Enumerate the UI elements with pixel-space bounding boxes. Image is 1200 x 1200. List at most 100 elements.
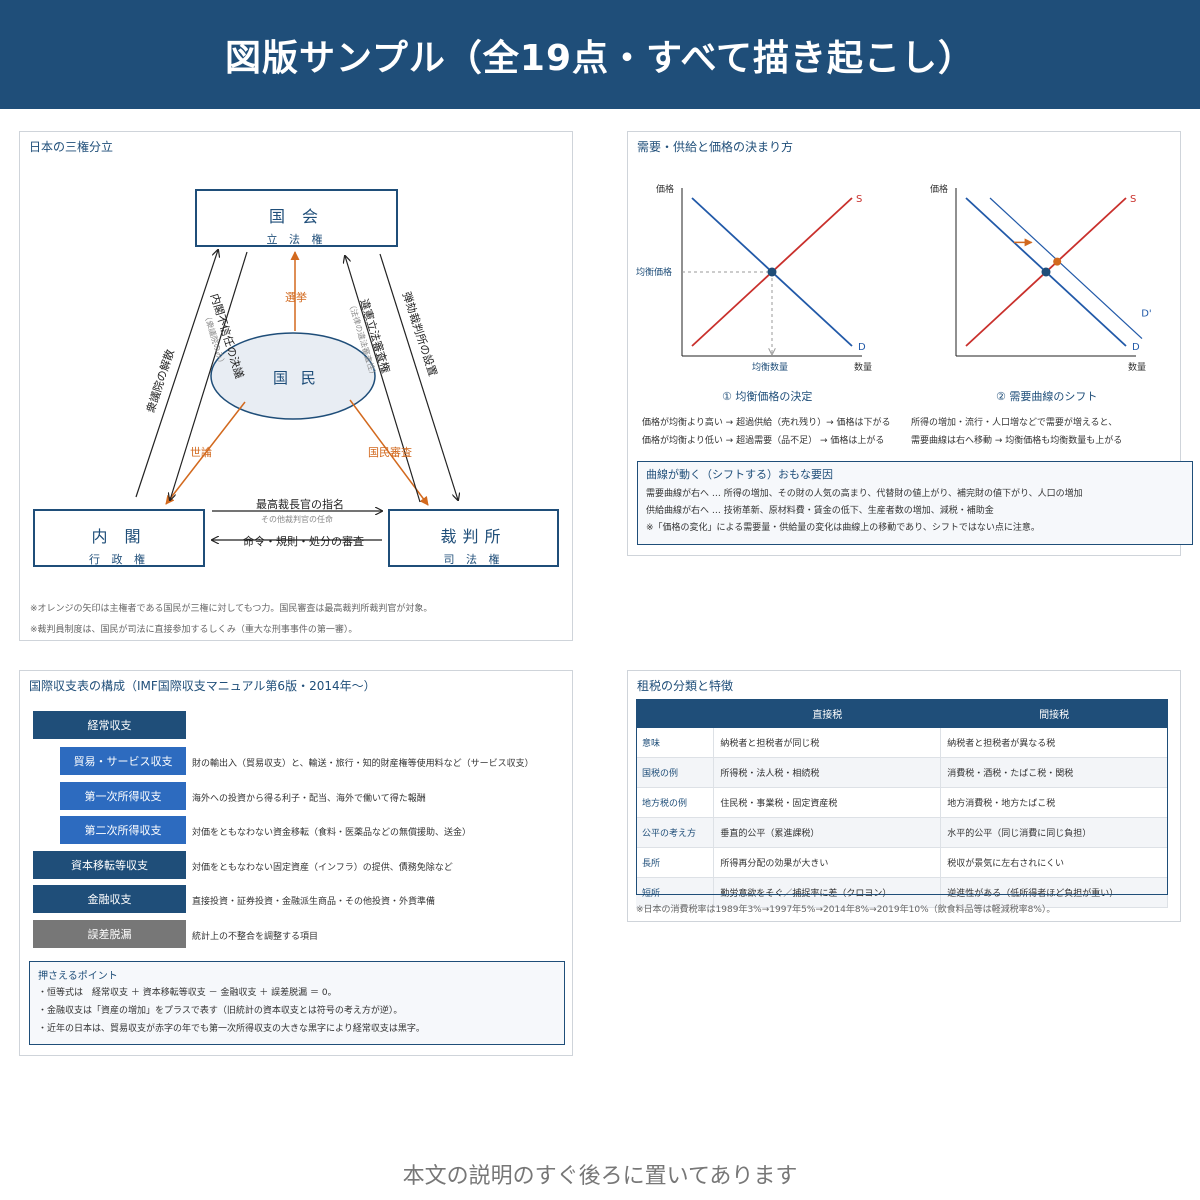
y-axis-label: 価格 [930, 183, 948, 195]
bop-trade-services-desc: 財の輸出入（貿易収支）と、輸送・旅行・知的財産権等使用料など（サービス収支） [192, 759, 534, 769]
bop-errors-omissions-desc: 統計上の不整合を調整する項目 [192, 932, 319, 942]
row-label: 長所 [636, 847, 715, 878]
tax-classification-panel: 租税の分類と特徴 直接税 間接税 意味 納税者と担税者が同じ税 納税者と担税者が… [627, 670, 1181, 922]
bop-financial-account-desc: 直接投資・証券投資・金融派生商品・その他投資・外貨準備 [192, 897, 436, 907]
arrow-judicial-review [345, 256, 421, 503]
footer-note: 本文の説明のすぐ後ろに置いてあります [402, 1164, 798, 1189]
diet-name: 国 会 [268, 207, 325, 226]
label-nomination: 最高裁長官の指名 [256, 498, 344, 511]
key-point-2: ・金融収支は「資産の増加」をプラスで表す（旧統計の資本収支とは符号の考え方が逆）… [38, 1006, 403, 1016]
row-label: 短所 [636, 877, 715, 908]
cell-indirect: 地方消費税・地方たばこ税 [940, 787, 1168, 818]
bop-capital-transfers: 資本移転等収支 [33, 851, 186, 879]
powers-arrows [135, 132, 574, 642]
tax-note: ※日本の消費税率は1989年3%→1997年5%→2014年8%→2019年10… [636, 905, 1056, 915]
y-axis-label: 価格 [656, 183, 674, 195]
bop-secondary-income: 第二次所得収支 [60, 816, 186, 844]
table-row: 地方税の例 住民税・事業税・固定資産税 地方消費税・地方たばこ税 [636, 787, 1168, 818]
cell-indirect: 水平的公平（同じ消費に同じ負担） [940, 817, 1168, 848]
label-review: 国民審査 [368, 446, 412, 459]
panel-title: 需要・供給と価格の決まり方 [637, 140, 794, 154]
diet-box: 国 会 立 法 権 [195, 189, 398, 247]
series-label: S [1130, 194, 1136, 205]
arrow-impeachment [379, 253, 458, 500]
tax-header-blank [636, 699, 714, 728]
series-label: D' [1141, 308, 1151, 319]
powers-note-2: ※裁判員制度は、国民が司法に直接参加するしくみ（重大な刑事事件の第一審）。 [30, 625, 358, 635]
arrow-no-confidence [170, 251, 248, 500]
key-point-1: ・恒等式は 経常収支 ＋ 資本移転等収支 － 金融収支 ＋ 誤差脱漏 ＝ 0。 [38, 988, 337, 998]
cell-indirect: 納税者と担税者が異なる税 [940, 728, 1168, 758]
supply-demand-panel: 需要・供給と価格の決まり方 価格数量 S D 均衡価格均衡数量 価格数量 S D D' ① … [627, 131, 1193, 556]
bop-trade-services: 貿易・サービス収支 [60, 747, 186, 775]
bop-primary-income: 第一次所得収支 [60, 782, 186, 810]
bop-capital-transfers-desc: 対価をともなわない固定資産（インフラ）の提供、債務免除など [192, 863, 453, 873]
row-label: 意味 [636, 728, 715, 758]
key-points-title: 押さえるポイント [38, 971, 118, 982]
equilibrium-point [1041, 267, 1051, 277]
panel-title: 日本の三権分立 [29, 140, 114, 154]
table-row: 長所 所得再分配の効果が大きい 税収が景気に左右されにくい [636, 847, 1168, 878]
cell-direct: 所得税・法人税・相続税 [713, 757, 942, 788]
shift-line-3: ※「価格の変化」による需要量・供給量の変化は曲線上の移動であり、シフトではない点… [646, 523, 1040, 533]
page-title: 図版サンプル（全19点・すべて描き起こし） [224, 37, 976, 79]
bop-current-account: 経常収支 [33, 711, 186, 739]
key-point-3: ・近年の日本は、貿易収支が赤字の年でも第一次所得収支の大きな黒字により経常収支は… [38, 1024, 425, 1034]
table-row: 国税の例 所得税・法人税・相続税 消費税・酒税・たばこ税・関税 [636, 757, 1168, 788]
row-label: 地方税の例 [636, 787, 715, 818]
separation-of-powers-panel: 日本の三権分立 国 会 立 法 権 内 閣 行 政 権 裁判所 [19, 131, 573, 641]
cabinet-power: 行 政 権 [89, 553, 149, 566]
right-line-2: 需要曲線は右へ移動 → 均衡価格も均衡数量も上がる [911, 436, 1123, 446]
balance-of-payments-panel: 国際収支表の構成（IMF国際収支マニュアル第6版・2014年〜） 経常収支 貿易… [19, 670, 573, 1056]
tax-header-row: 直接税 間接税 [636, 699, 1168, 728]
left-line-1: 価格が均衡より高い → 超過供給（売れ残り）→ 価格は下がる [642, 418, 891, 428]
label-election: 選挙 [285, 291, 307, 304]
label-nomination-sub: その他裁判官の任命 [261, 515, 333, 524]
series-label: D [858, 342, 866, 353]
cell-indirect: 税収が景気に左右されにくい [940, 847, 1168, 878]
bop-financial-account: 金融収支 [33, 885, 186, 913]
equilibrium-point [767, 267, 777, 277]
left-line-2: 価格が均衡より低い → 超過需要（品不足） → 価格は上がる [642, 436, 885, 446]
court-box: 裁判所 司 法 権 [388, 509, 559, 567]
label-opinion: 世論 [190, 446, 212, 459]
people-label: 国 民 [273, 369, 320, 387]
court-name: 裁判所 [440, 527, 507, 546]
series-label: S [856, 194, 862, 205]
table-row: 公平の考え方 垂直的公平（累進課税） 水平的公平（同じ消費に同じ負担） [636, 817, 1168, 848]
court-power: 司 法 権 [443, 553, 504, 566]
cell-direct: 納税者と担税者が同じ税 [713, 728, 942, 758]
diet-power: 立 法 権 [266, 233, 327, 246]
row-label: 国税の例 [636, 757, 715, 788]
cabinet-box: 内 閣 行 政 権 [33, 509, 205, 567]
x-axis-label: 数量 [854, 361, 872, 373]
new-equilibrium-point [1053, 257, 1062, 266]
shift-line-1: 需要曲線が右へ … 所得の増加、その財の人気の高まり、代替財の値上がり、補完財の… [646, 489, 1083, 499]
tax-table: 直接税 間接税 意味 納税者と担税者が同じ税 納税者と担税者が異なる税 国税の例… [636, 699, 1168, 908]
panel-title: 租税の分類と特徴 [637, 679, 734, 693]
row-label: 公平の考え方 [636, 817, 715, 848]
shift-factors-title: 曲線が動く（シフトする）おもな要因 [646, 468, 833, 481]
equilibrium-quantity-label: 均衡数量 [752, 361, 788, 373]
page-header: 図版サンプル（全19点・すべて描き起こし） [0, 0, 1200, 109]
arrow-dissolution [135, 250, 218, 498]
powers-note-1: ※オレンジの矢印は主権者である国民が三権に対してもつ力。国民審査は最高裁判所裁判… [30, 604, 433, 614]
people-ellipse [210, 332, 376, 420]
cell-direct: 所得再分配の効果が大きい [713, 847, 942, 878]
right-line-1: 所得の増加・流行・人口増などで需要が増えると、 [911, 418, 1118, 428]
x-axis-label: 数量 [1128, 361, 1146, 373]
table-row: 意味 納税者と担税者が同じ税 納税者と担税者が異なる税 [636, 728, 1168, 758]
arrow-opinion [165, 401, 246, 505]
shift-factors-box: 曲線が動く（シフトする）おもな要因 需要曲線が右へ … 所得の増加、その財の人気… [637, 461, 1193, 545]
cell-direct: 垂直的公平（累進課税） [713, 817, 942, 848]
chart2-caption: ② 需要曲線のシフト [996, 390, 1098, 403]
series-label: D [1132, 342, 1140, 353]
bop-errors-omissions: 誤差脱漏 [33, 920, 186, 948]
bop-primary-income-desc: 海外への投資から得る利子・配当、海外で働いて得た報酬 [192, 794, 426, 804]
cell-direct: 住民税・事業税・固定資産税 [713, 787, 942, 818]
equilibrium-price-label: 均衡価格 [636, 266, 672, 278]
chart1-caption: ① 均衡価格の決定 [722, 390, 813, 403]
